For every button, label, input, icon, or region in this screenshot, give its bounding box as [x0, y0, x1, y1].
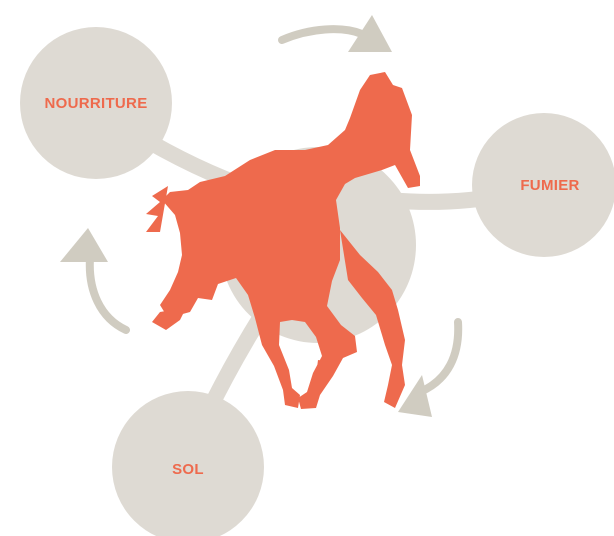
arrow-soil-to-food-head [60, 228, 108, 262]
node-food: NOURRITURE [20, 27, 172, 179]
node-soil-label: SOL [172, 461, 204, 478]
arrow-soil-to-food [60, 228, 126, 330]
arrow-manure-to-soil [398, 322, 458, 417]
node-manure: FUMIER [472, 113, 614, 257]
node-manure-label: FUMIER [520, 177, 579, 194]
node-soil: SOL [112, 391, 264, 536]
arrow-food-to-manure [282, 15, 392, 52]
node-food-label: NOURRITURE [45, 95, 148, 112]
